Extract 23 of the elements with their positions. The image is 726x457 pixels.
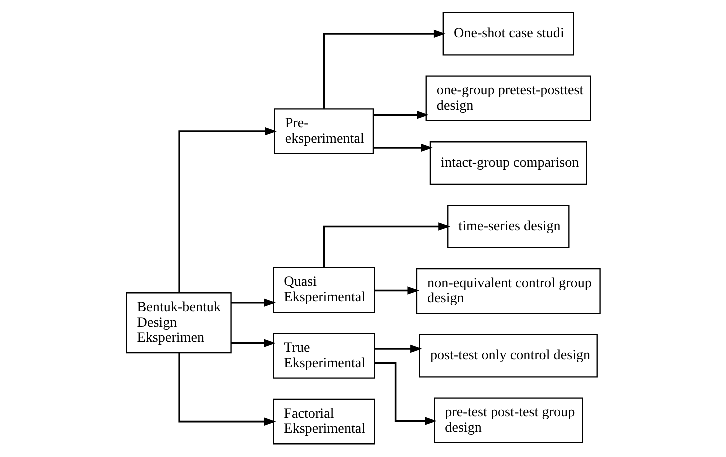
node-box: intact-group comparison bbox=[429, 142, 587, 186]
node-box: post-test only control design bbox=[418, 334, 598, 378]
arrow bbox=[322, 222, 450, 268]
node-box: Factorial Eksperimental bbox=[272, 398, 375, 445]
arrow bbox=[374, 362, 436, 426]
arrow bbox=[178, 127, 277, 293]
arrow bbox=[230, 298, 276, 307]
node-box: Quasi Eksperimental bbox=[272, 267, 375, 314]
arrow bbox=[373, 110, 428, 120]
node-box: True Eksperimental bbox=[272, 333, 375, 379]
arrow bbox=[373, 144, 432, 152]
arrow bbox=[374, 344, 422, 354]
arrow bbox=[374, 286, 419, 295]
node-box: one-group pretest-posttest design bbox=[425, 76, 591, 122]
arrow bbox=[178, 353, 276, 426]
node-box: time-series design bbox=[447, 205, 570, 248]
node-box: One-shot case studi bbox=[442, 12, 574, 56]
node-box: Bentuk-bentuk Design Eksperimen bbox=[126, 292, 232, 354]
node-box: non-equivalent control group design bbox=[416, 268, 600, 314]
node-box: Pre- eksperimental bbox=[274, 108, 374, 154]
arrow bbox=[322, 30, 446, 109]
arrow bbox=[230, 339, 276, 348]
node-box: pre-test post-test group design bbox=[434, 398, 583, 444]
